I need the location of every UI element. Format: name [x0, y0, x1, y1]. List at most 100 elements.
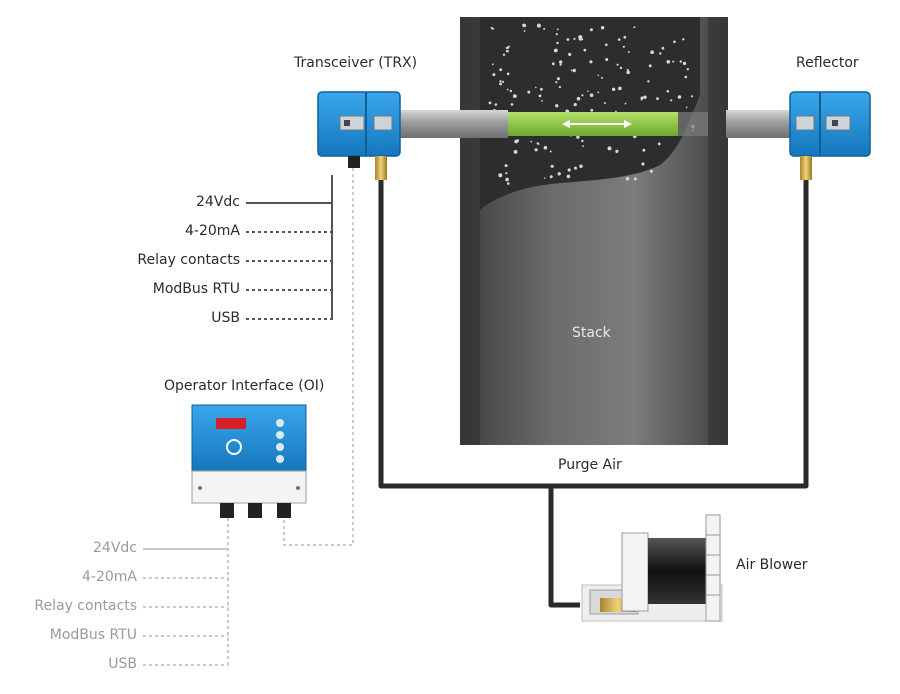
dust-particle: [649, 169, 653, 173]
dust-particle: [686, 68, 689, 71]
dust-particle: [640, 98, 643, 101]
dust-particle: [617, 38, 621, 41]
dust-particle: [597, 74, 599, 77]
dust-particle: [657, 142, 661, 146]
dust-particle: [536, 23, 541, 28]
dust-particle: [641, 162, 645, 166]
dust-particle: [491, 27, 494, 30]
dust-particle: [523, 30, 526, 32]
dust-particle: [623, 35, 627, 39]
dust-particle: [587, 90, 589, 93]
dust-particle: [648, 64, 652, 68]
oi-output-relay-contacts: Relay contacts: [34, 598, 137, 614]
dust-particle: [499, 68, 503, 72]
dust-particle: [567, 168, 571, 172]
dust-particle: [626, 68, 629, 71]
dust-particle: [618, 86, 622, 91]
dust-particle: [605, 43, 608, 47]
dust-particle: [536, 142, 539, 145]
dust-particle: [666, 90, 670, 93]
purge-air-piping: [378, 180, 809, 608]
dust-particle: [581, 139, 584, 143]
stack: [460, 17, 728, 445]
trx-output-usb: USB: [211, 310, 240, 326]
dust-particle: [605, 58, 609, 61]
dust-particle: [576, 96, 581, 101]
dust-particle: [590, 108, 594, 112]
dust-particle: [611, 87, 616, 92]
optical-path: [398, 110, 792, 138]
dust-particle: [534, 148, 538, 152]
oi-output-usb: USB: [108, 656, 137, 672]
trx-output-relay-contacts: Relay contacts: [137, 252, 240, 268]
dust-particle: [684, 75, 688, 79]
operator-interface-label: Operator Interface (OI): [164, 378, 325, 394]
trx-connector: [348, 156, 360, 168]
operator-interface-device: [191, 404, 307, 518]
purge-air-label: Purge Air: [558, 457, 622, 473]
reflector-device: [789, 91, 871, 180]
dust-particle: [555, 104, 559, 108]
dust-particle: [672, 60, 675, 63]
dust-particle: [624, 102, 627, 105]
dust-particle: [551, 62, 555, 66]
dust-particle: [576, 135, 580, 139]
dust-particle: [553, 48, 558, 53]
dust-particle: [550, 164, 554, 168]
dust-particle: [549, 150, 552, 153]
dust-particle: [566, 174, 571, 179]
dust-particle: [506, 88, 509, 91]
dust-particle: [507, 182, 510, 185]
dust-particle: [607, 146, 612, 151]
dust-particle: [535, 86, 537, 89]
dust-particle: [601, 76, 604, 79]
dust-particle: [506, 72, 510, 76]
dust-particle: [499, 82, 502, 86]
dust-particle: [581, 94, 584, 97]
dust-particle: [682, 61, 687, 66]
dust-particle: [559, 60, 563, 64]
oi-logo-icon: [226, 439, 242, 455]
air-blower-label: Air Blower: [736, 557, 808, 573]
dust-particle: [589, 60, 593, 64]
dust-particle: [538, 94, 542, 98]
dust-particle: [556, 28, 559, 31]
oi-output-4-20ma: 4-20mA: [82, 569, 137, 585]
dust-particle: [582, 145, 584, 148]
dust-particle: [508, 45, 511, 48]
dust-particle: [543, 27, 546, 30]
dust-particle: [498, 173, 503, 178]
dust-particle: [650, 50, 654, 54]
dust-particle: [568, 52, 572, 57]
air-blower-device: [581, 514, 723, 622]
dust-particle: [540, 87, 543, 91]
dust-particle: [556, 41, 559, 45]
dust-particle: [572, 68, 576, 73]
dust-particle: [499, 80, 502, 83]
dust-particle: [578, 36, 583, 41]
dust-particle: [505, 47, 508, 49]
dust-particle: [506, 49, 509, 53]
dust-particle: [642, 148, 646, 152]
arrow-right-icon: [624, 120, 632, 128]
dust-particle: [494, 103, 498, 106]
dust-particle: [691, 95, 694, 98]
dust-particle: [504, 165, 507, 167]
dust-particle: [656, 97, 659, 100]
dust-particle: [647, 80, 650, 83]
trx-output-4-20ma: 4-20mA: [185, 223, 240, 239]
dust-particle: [509, 89, 513, 93]
dust-particle: [643, 95, 647, 99]
dust-particle: [579, 164, 583, 168]
dust-particle: [491, 63, 494, 66]
reflector-label: Reflector: [796, 55, 859, 71]
dust-particle: [492, 73, 496, 77]
dust-particle: [543, 145, 548, 150]
dust-particle: [573, 103, 577, 107]
dust-particle: [659, 52, 662, 55]
dust-particle: [633, 26, 636, 29]
dust-particle: [583, 48, 587, 52]
dust-particle: [633, 177, 637, 181]
dust-particle: [505, 177, 509, 182]
